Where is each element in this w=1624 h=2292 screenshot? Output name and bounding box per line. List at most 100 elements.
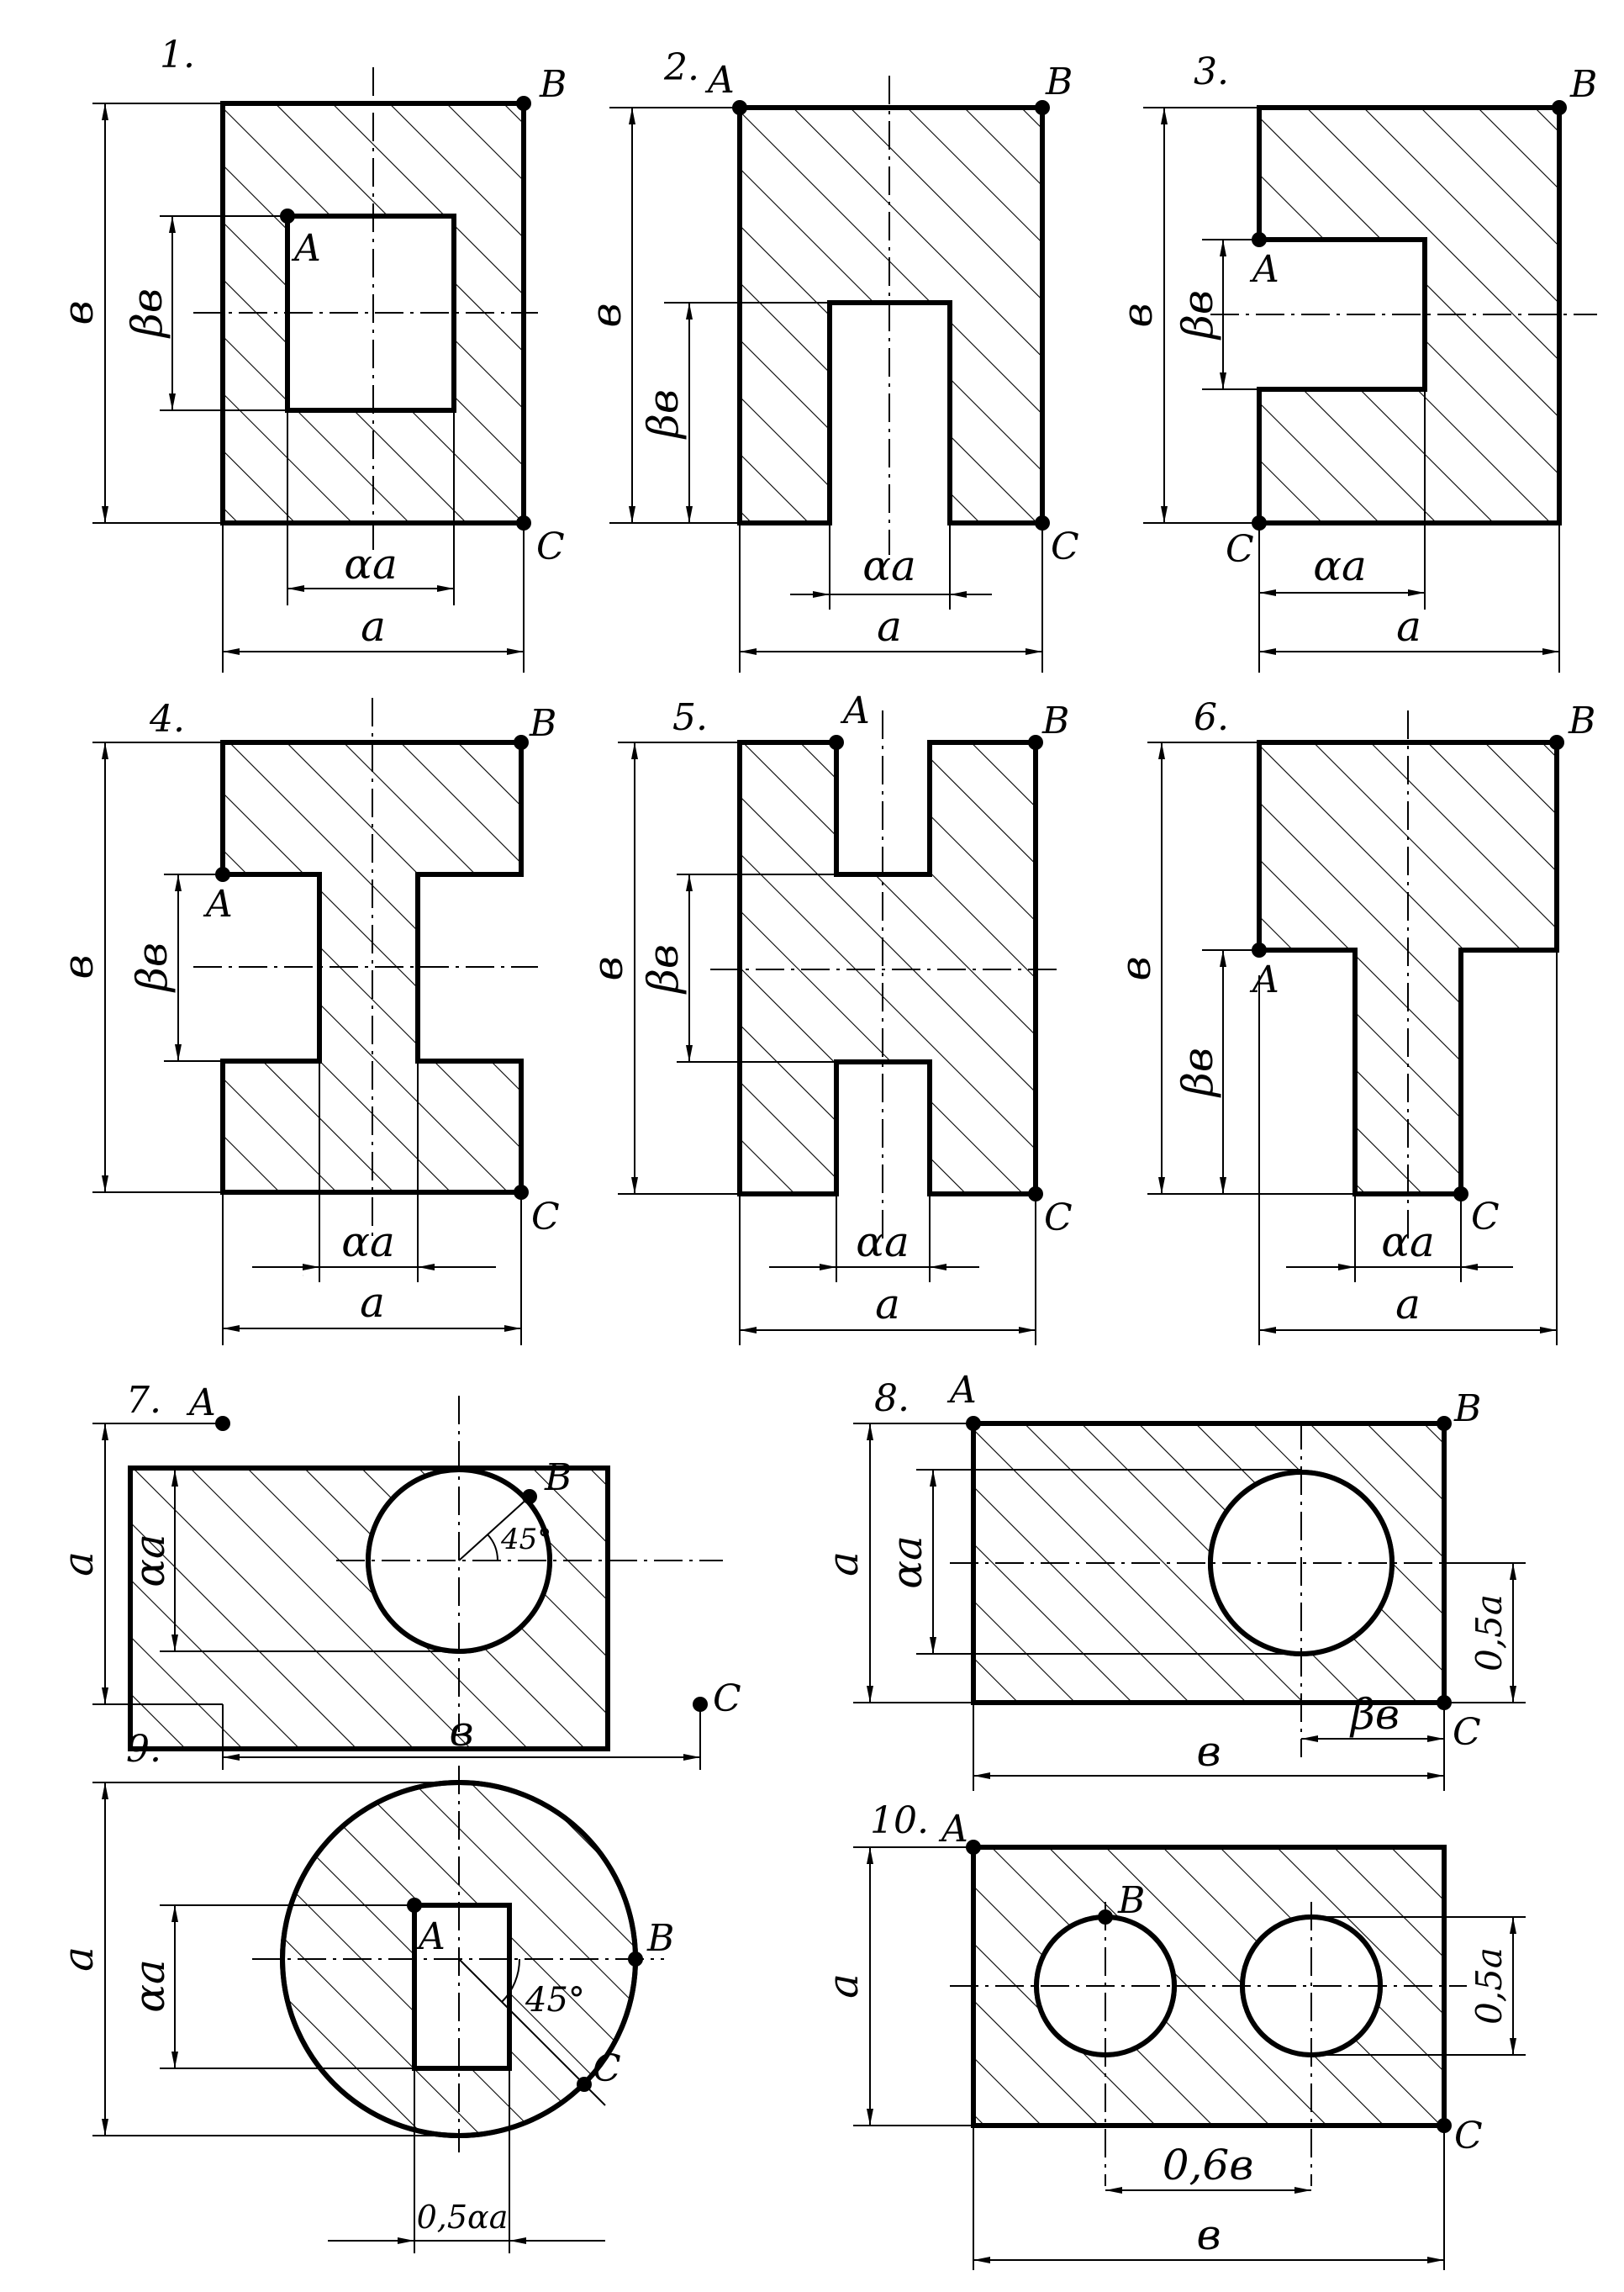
figure-1-number: 1. [160, 34, 195, 77]
figure-2-label-a: A [704, 59, 735, 102]
figure-10-label-a: A [938, 1808, 968, 1851]
figure-5-label-c: C [1044, 1196, 1073, 1239]
figure-1-point-b [516, 96, 531, 111]
figure-6-beta-b-label: βв [1173, 1048, 1222, 1098]
figure-9-number: 9. [126, 1728, 161, 1771]
figure-1-beta-b-label: βв [123, 288, 171, 339]
figure-3: 3. B A C в βв αa a [1113, 50, 1597, 673]
figure-9-label-b: B [646, 1917, 674, 1960]
figure-8-label-a: A [946, 1369, 977, 1412]
figure-1-label-b: B [539, 63, 567, 106]
figure-2-label-c: C [1051, 525, 1079, 568]
figure-3-point-b [1552, 100, 1567, 115]
figure-4-point-b [514, 735, 529, 750]
figure-2-point-c [1035, 515, 1050, 531]
figure-4-alpha-a-label: αa [341, 1217, 395, 1266]
figure-4-label-b: B [529, 702, 556, 745]
figure-4-number: 4. [149, 698, 185, 741]
figure-8-b-label: в [1196, 1727, 1221, 1776]
figure-3-beta-b-label: βв [1173, 290, 1222, 341]
figure-5: 5. A B C в βв αa a [583, 689, 1073, 1345]
figure-1-point-c [516, 515, 531, 531]
figure-2-alpha-a-label: αa [862, 541, 916, 590]
figure-3-point-a [1252, 232, 1267, 247]
figure-4-label-c: C [531, 1196, 560, 1238]
figure-4: 4. B A C в βв αa a [54, 698, 560, 1345]
figure-5-point-a [829, 735, 844, 750]
figure-1-alpha-a-label: αa [344, 540, 398, 589]
figure-4-point-c [514, 1185, 529, 1200]
figure-1-label-c: C [536, 525, 565, 568]
figure-6-point-c [1453, 1186, 1468, 1201]
figure-5-beta-b-label: βв [639, 944, 688, 995]
figure-1-a-label: a [361, 602, 386, 651]
figure-6-alpha-a-label: αa [1381, 1217, 1435, 1266]
figure-5-number: 5. [672, 696, 708, 739]
figure-10-point-six-b-label: 0,6в [1163, 2141, 1254, 2189]
figure-10-half-a-label: 0,5a [1468, 1947, 1510, 2025]
figure-9-angle-arc [501, 1958, 521, 2003]
figure-6-label-c: C [1471, 1196, 1500, 1238]
figure-1-label-a: A [291, 227, 321, 270]
figure-2-point-a [732, 100, 747, 115]
figure-7-b-label: в [449, 1707, 473, 1756]
figure-10-point-a [966, 1840, 981, 1855]
figure-8-label-c: C [1453, 1711, 1481, 1754]
figure-5-point-c [1028, 1186, 1043, 1201]
figure-8-alpha-a-label: αa [883, 1535, 931, 1589]
figure-1: 1. B A C в βв αa a [54, 34, 567, 673]
figure-7-label-a: A [186, 1381, 216, 1424]
figure-7-a-label: a [54, 1551, 103, 1576]
figure-7-number: 7. [126, 1379, 161, 1422]
figure-9-rect-hole [412, 1903, 512, 2071]
figure-3-label-a: A [1249, 248, 1279, 291]
figure-5-a-label: a [875, 1280, 900, 1328]
figure-6-b-label: в [1111, 956, 1160, 980]
figure-8-number: 8. [874, 1377, 910, 1420]
figure-3-label-c: C [1226, 528, 1254, 571]
figure-3-number: 3. [1194, 50, 1229, 93]
figure-9-a-label: a [54, 1946, 103, 1972]
figure-10-a-label: a [819, 1973, 867, 1999]
figure-9-label-c: C [593, 2047, 621, 2090]
figure-7-angle-ray [458, 1496, 530, 1561]
figure-7: 7. A B C 45° a αa в [54, 1379, 741, 1770]
figure-6-point-b [1549, 735, 1564, 750]
figure-7-alpha-a-label: αa [125, 1534, 174, 1587]
figure-1-b-label: в [54, 300, 103, 325]
figure-2-section [737, 105, 1045, 525]
figure-4-point-a [215, 867, 230, 882]
figure-3-b-label: в [1113, 303, 1162, 327]
figure-4-a-label: a [360, 1278, 385, 1327]
figure-8-half-a-label: 0,5a [1468, 1594, 1510, 1671]
figure-9-alpha-a-label: αa [125, 1959, 174, 2013]
figure-9-point-a [407, 1898, 422, 1913]
figure-3-alpha-a-label: αa [1313, 541, 1367, 590]
figure-3-point-c [1252, 515, 1267, 531]
figure-9-half-alpha-a-label: 0,5αa [417, 2199, 509, 2236]
figure-6-a-label: a [1395, 1280, 1421, 1328]
figure-2-number: 2. [663, 46, 699, 89]
figure-9-point-b [628, 1951, 643, 1967]
figure-10-number: 10. [870, 1799, 929, 1842]
figure-5-label-b: B [1041, 700, 1069, 742]
figure-2-b-label: в [582, 303, 630, 327]
figure-10: 10. A B C a 0,5a 0,6в в [819, 1799, 1526, 2270]
figure-5-b-label: в [583, 956, 632, 980]
figure-4-label-a: A [203, 883, 233, 926]
figure-6-point-a [1252, 943, 1267, 958]
figure-8-point-a [966, 1416, 981, 1431]
figure-1-point-a [280, 209, 295, 224]
figure-5-alpha-a-label: αa [856, 1217, 910, 1266]
figure-8-label-b: B [1453, 1387, 1481, 1430]
figure-7-point-c [693, 1697, 708, 1712]
figure-7-point-b [522, 1489, 537, 1504]
figure-6-label-a: A [1249, 959, 1279, 1001]
figure-8-a-label: a [819, 1551, 867, 1576]
figure-6-number: 6. [1194, 696, 1229, 739]
figure-7-angle-label: 45° [500, 1523, 551, 1556]
figure-9-point-c [577, 2077, 592, 2092]
figure-10-label-c: C [1454, 2115, 1483, 2157]
figure-2: 2. A B C в βв αa a [582, 46, 1079, 673]
